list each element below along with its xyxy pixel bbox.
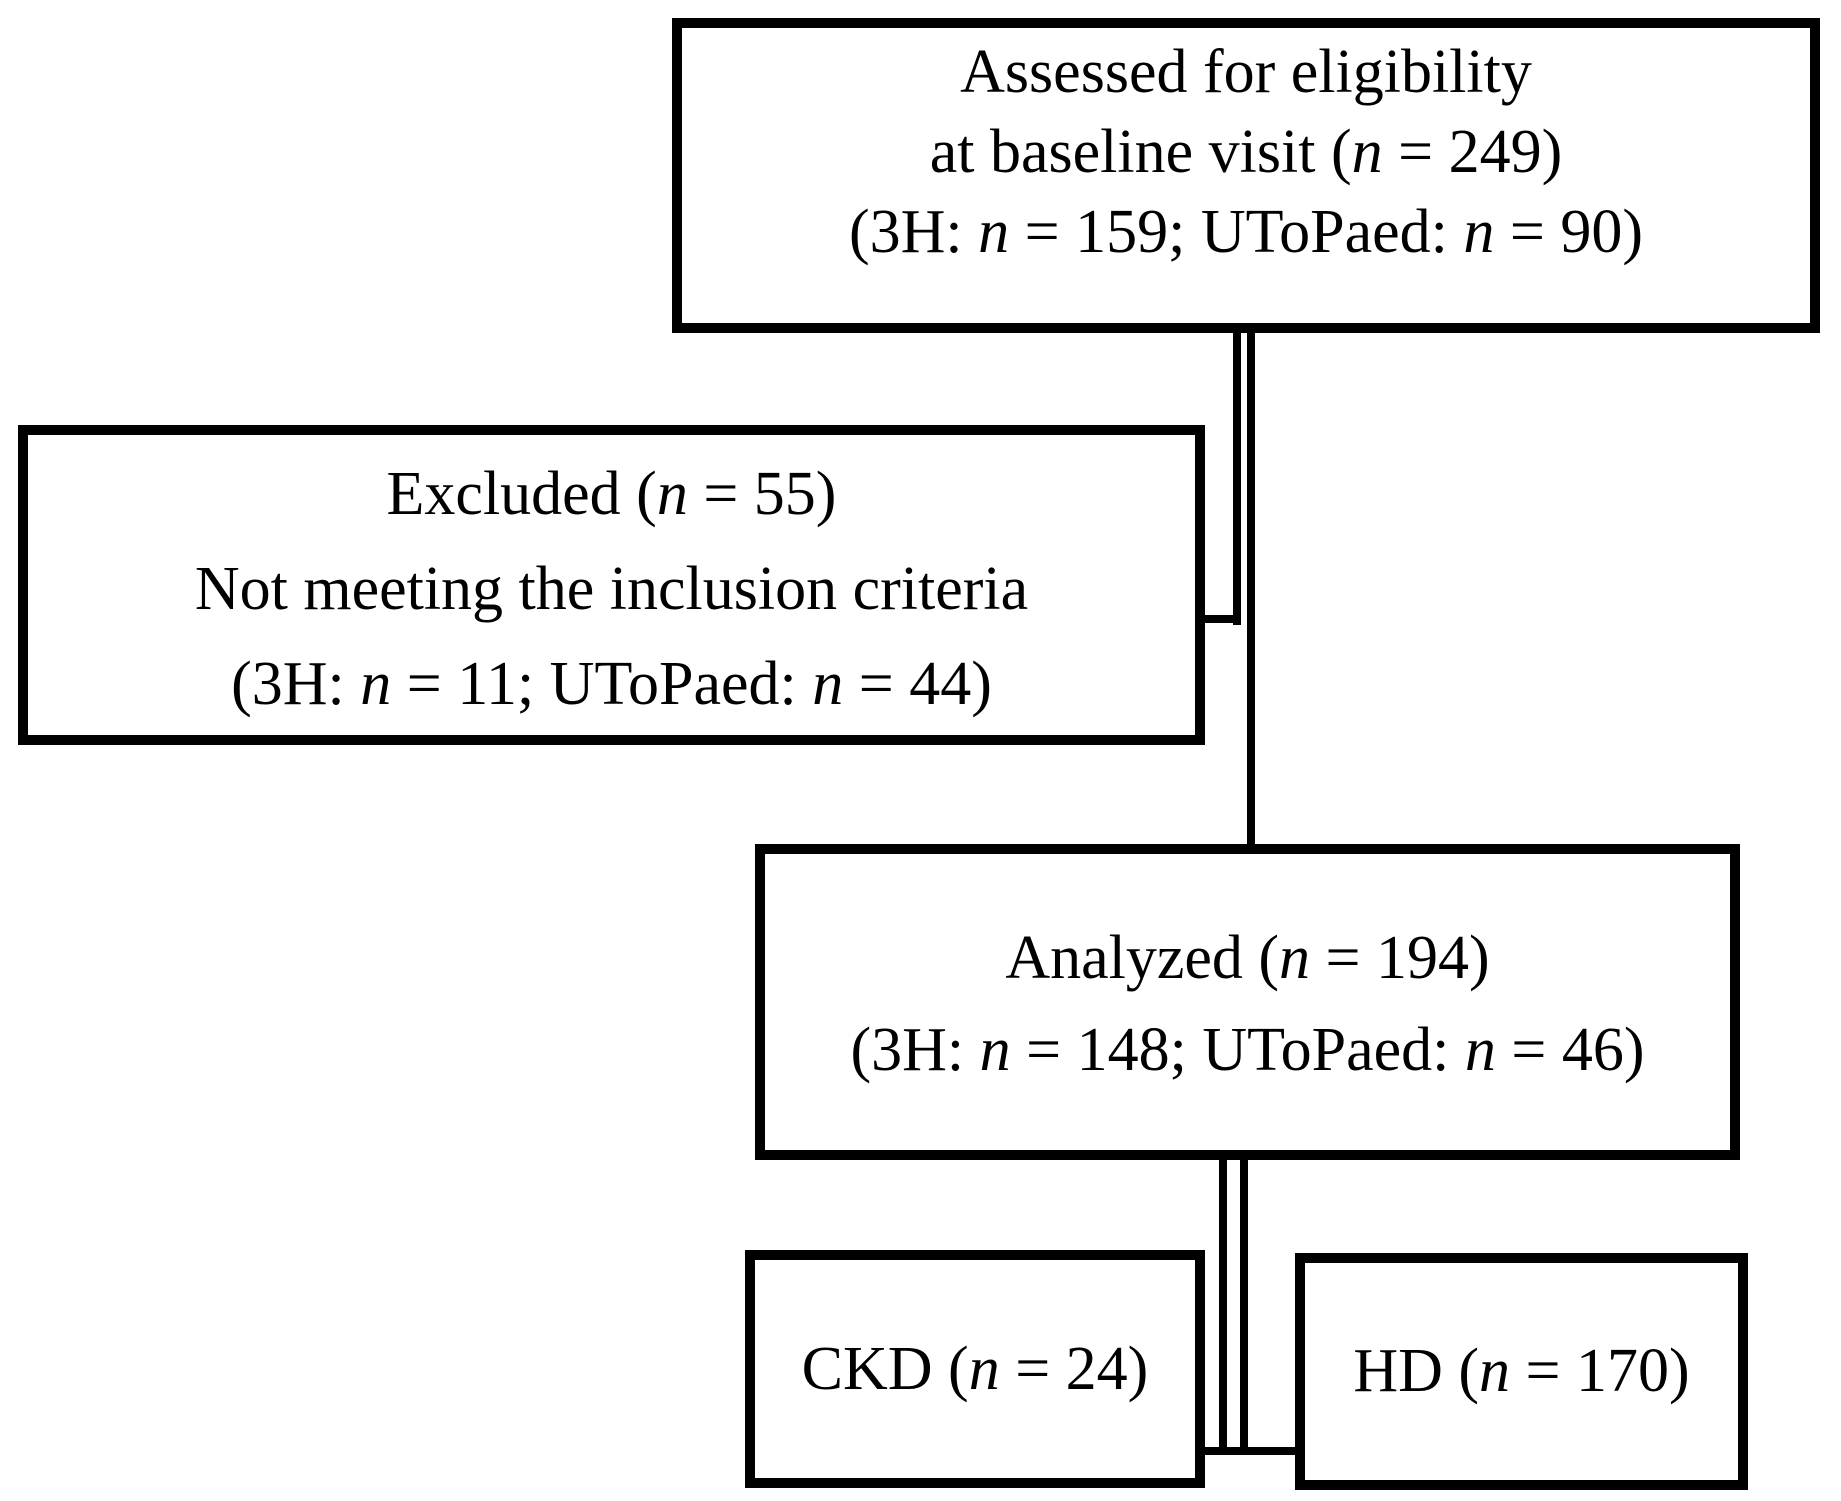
excluded-line-2: Not meeting the inclusion criteria bbox=[194, 555, 1029, 623]
connector-assessed-to-excluded-vertical-line bbox=[1233, 330, 1241, 625]
excluded-line-1: Excluded (n = 55) bbox=[386, 460, 837, 528]
ckd-label: CKD (n = 24) bbox=[801, 1334, 1149, 1403]
ckd-group-box: CKD (n = 24) bbox=[745, 1250, 1205, 1488]
assessed-line-3: (3H: n = 159; UToPaed: n = 90) bbox=[848, 198, 1644, 266]
connector-ckd-hd-horizontal-line bbox=[1200, 1447, 1298, 1455]
excluded-line-3: (3H: n = 11; UToPaed: n = 44) bbox=[231, 650, 992, 718]
assessed-for-eligibility-box: Assessed for eligibility at baseline vis… bbox=[672, 18, 1820, 333]
hd-label: HD (n = 170) bbox=[1353, 1337, 1690, 1405]
assessed-line-2: at baseline visit (n = 249) bbox=[929, 118, 1563, 186]
assessed-line-1: Assessed for eligibility bbox=[960, 38, 1532, 106]
excluded-box: Excluded (n = 55) Not meeting the inclus… bbox=[18, 425, 1205, 745]
connector-assessed-to-analyzed-vertical-line bbox=[1247, 330, 1255, 846]
connector-assessed-to-excluded-horizontal-line bbox=[1198, 615, 1241, 623]
connector-analyzed-to-ckd-vertical-line bbox=[1219, 1158, 1227, 1455]
analyzed-line-1: Analyzed (n = 194) bbox=[1005, 924, 1490, 992]
hd-group-box: HD (n = 170) bbox=[1295, 1253, 1748, 1490]
analyzed-line-2: (3H: n = 148; UToPaed: n = 46) bbox=[850, 1016, 1645, 1084]
analyzed-box: Analyzed (n = 194) (3H: n = 148; UToPaed… bbox=[755, 844, 1740, 1160]
connector-analyzed-to-hd-vertical-line bbox=[1240, 1158, 1248, 1455]
